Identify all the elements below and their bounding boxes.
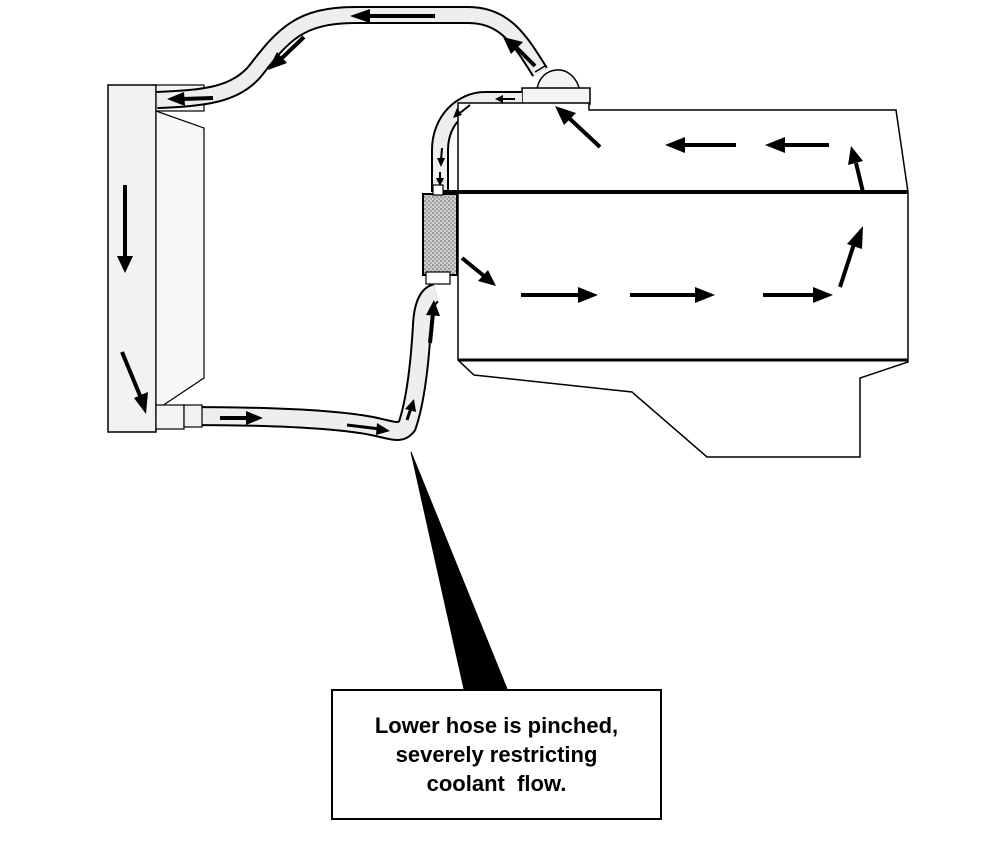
arrow-radiator-down-2 bbox=[120, 351, 148, 414]
arrow-block-right-1 bbox=[521, 287, 598, 303]
bypass-hose bbox=[431, 91, 522, 192]
pump-body bbox=[422, 193, 458, 276]
callout-line-2: severely restricting bbox=[395, 742, 598, 767]
engine-block bbox=[440, 102, 909, 458]
arrow-upper-hose-3 bbox=[268, 35, 306, 70]
arrow-bypass-3 bbox=[437, 147, 445, 167]
radiator-core bbox=[155, 110, 205, 412]
water-pump bbox=[422, 184, 458, 285]
arrow-head-left-2 bbox=[665, 137, 736, 153]
radiator-core-bottom bbox=[155, 404, 185, 430]
arrow-upper-hose-1 bbox=[503, 37, 537, 68]
arrow-head-up bbox=[848, 146, 865, 193]
callout-box: Lower hose is pinched, severely restrict… bbox=[331, 689, 662, 820]
arrow-upper-hose-2 bbox=[350, 9, 435, 23]
flow-arrows bbox=[117, 9, 865, 435]
arrow-block-right-3 bbox=[763, 287, 833, 303]
arrow-lower-hose-up-1 bbox=[405, 399, 416, 421]
arrow-radiator-down-1 bbox=[117, 185, 133, 273]
lower-hose bbox=[183, 283, 440, 442]
arrow-block-up-1 bbox=[838, 226, 863, 288]
arrow-bypass-4 bbox=[436, 172, 444, 186]
arrow-lower-hose-1 bbox=[220, 411, 263, 425]
callout-line-3: coolant flow. bbox=[426, 771, 567, 796]
arrow-lower-hose-up-2 bbox=[426, 300, 440, 344]
upper-hose bbox=[156, 6, 548, 109]
arrow-upper-hose-4 bbox=[167, 92, 214, 106]
callout-line-1: Lower hose is pinched, bbox=[374, 713, 619, 738]
arrow-bypass-2 bbox=[453, 104, 471, 118]
arrow-bypass-1 bbox=[495, 95, 515, 103]
arrow-head-left-1 bbox=[765, 137, 829, 153]
arrow-to-thermostat bbox=[555, 106, 602, 149]
callout-pointer bbox=[410, 451, 508, 690]
arrow-lower-hose-2 bbox=[346, 423, 390, 435]
arrow-block-right-2 bbox=[630, 287, 715, 303]
arrow-pump-out bbox=[460, 256, 496, 286]
